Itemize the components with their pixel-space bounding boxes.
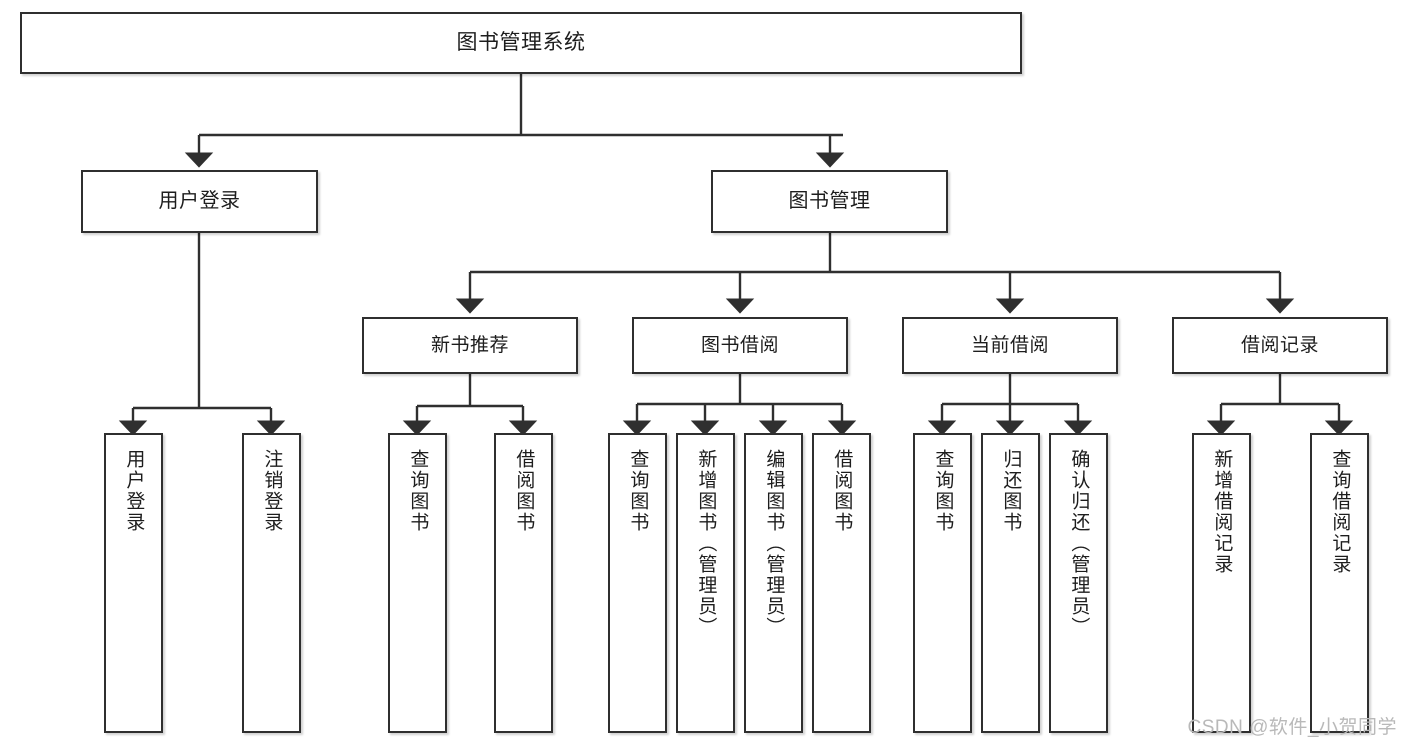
leaf-user-login-logout[interactable]: 注销登录 xyxy=(242,433,301,733)
node-borrow-record[interactable]: 借阅记录 xyxy=(1172,317,1388,374)
node-user-login[interactable]: 用户登录 xyxy=(81,170,318,233)
node-label: 确认归还（管理员） xyxy=(1068,449,1090,638)
node-label: 归还图书 xyxy=(1000,449,1022,533)
csdn-watermark: CSDN @软件_小贺同学 xyxy=(1187,717,1397,738)
node-label: 编辑图书（管理员） xyxy=(763,449,785,638)
node-label: 查询图书 xyxy=(627,449,649,533)
node-root-book-management-system[interactable]: 图书管理系统 xyxy=(20,12,1022,74)
leaf-new-book-borrow[interactable]: 借阅图书 xyxy=(494,433,553,733)
node-new-book-recommend[interactable]: 新书推荐 xyxy=(362,317,578,374)
node-label: 图书管理 xyxy=(788,190,871,212)
leaf-new-book-query[interactable]: 查询图书 xyxy=(388,433,447,733)
leaf-book-borrow-query[interactable]: 查询图书 xyxy=(608,433,667,733)
node-label: 借阅图书 xyxy=(513,449,535,533)
leaf-borrow-record-query[interactable]: 查询借阅记录 xyxy=(1310,433,1369,733)
node-current-borrow[interactable]: 当前借阅 xyxy=(902,317,1118,374)
node-label: 图书借阅 xyxy=(700,334,779,356)
leaf-current-borrow-query[interactable]: 查询图书 xyxy=(913,433,972,733)
node-label: 查询图书 xyxy=(932,449,954,533)
node-label: 注销登录 xyxy=(261,449,283,533)
node-book-management[interactable]: 图书管理 xyxy=(711,170,948,233)
leaf-book-borrow-borrow[interactable]: 借阅图书 xyxy=(812,433,871,733)
node-label: 借阅记录 xyxy=(1240,334,1319,356)
node-label: 新增图书（管理员） xyxy=(695,449,717,638)
node-label: 当前借阅 xyxy=(970,334,1049,356)
leaf-user-login-login[interactable]: 用户登录 xyxy=(104,433,163,733)
leaf-book-borrow-add[interactable]: 新增图书（管理员） xyxy=(676,433,735,733)
node-label: 图书管理系统 xyxy=(456,30,586,54)
leaf-current-borrow-return[interactable]: 归还图书 xyxy=(981,433,1040,733)
node-label: 用户登录 xyxy=(123,449,145,533)
node-label: 新书推荐 xyxy=(430,334,509,356)
node-label: 借阅图书 xyxy=(831,449,853,533)
node-label: 新增借阅记录 xyxy=(1211,449,1233,575)
node-book-borrow[interactable]: 图书借阅 xyxy=(632,317,848,374)
leaf-current-borrow-confirm-return[interactable]: 确认归还（管理员） xyxy=(1049,433,1108,733)
node-label: 查询图书 xyxy=(407,449,429,533)
leaf-book-borrow-edit[interactable]: 编辑图书（管理员） xyxy=(744,433,803,733)
node-label: 查询借阅记录 xyxy=(1329,449,1351,575)
node-label: 用户登录 xyxy=(158,190,241,212)
leaf-borrow-record-add[interactable]: 新增借阅记录 xyxy=(1192,433,1251,733)
